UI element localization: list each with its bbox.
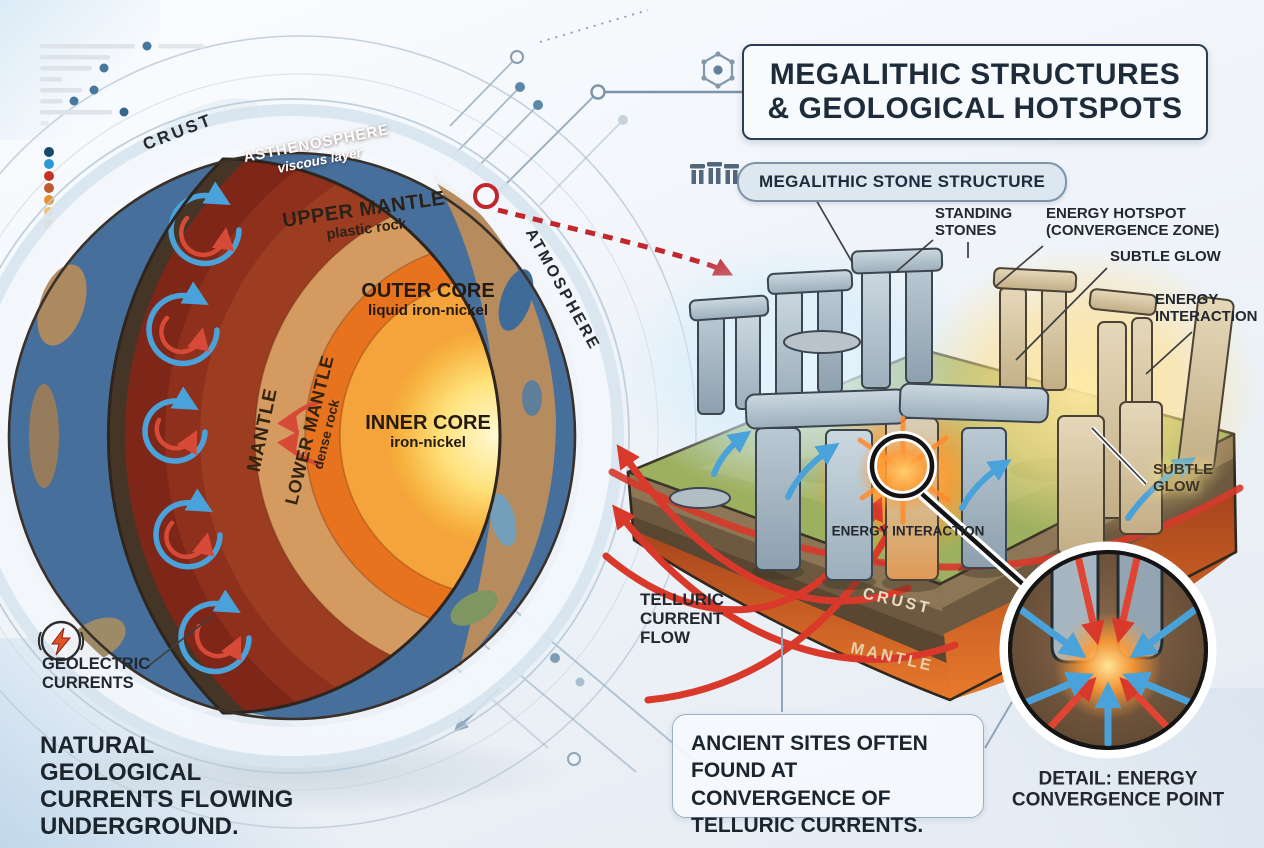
page-title: MEGALITHIC STRUCTURES & GEOLOGICAL HOTSP… (742, 44, 1208, 140)
title-line-1: MEGALITHIC STRUCTURES (769, 58, 1181, 92)
label-inner-core: INNER CORE (365, 412, 491, 435)
hotspot-marker-ring (473, 183, 499, 209)
detail-caption: DETAIL: ENERGY CONVERGENCE POINT (1011, 768, 1225, 811)
label-geolectric-currents: GEOLECTRIC CURRENTS (42, 655, 151, 692)
label-standing-stones: STANDING STONES (935, 205, 1013, 239)
label-inner-core-sub: iron-nickel (390, 433, 466, 451)
lightning-bolt-icon (38, 620, 84, 662)
label-outer-core: OUTER CORE (361, 280, 495, 303)
leader-lines (145, 197, 1193, 749)
globe-outline (7, 151, 577, 721)
globe-ground-shadow (30, 730, 570, 814)
label-energy-interaction-right: ENERGY INTERACTION (1155, 291, 1258, 325)
convection-current-arrows (142, 181, 321, 675)
molecule-icon (701, 51, 735, 89)
ancient-sites-note: ANCIENT SITES OFTEN FOUND AT CONVERGENCE… (672, 714, 984, 837)
label-telluric-current-flow: TELLURIC CURRENT FLOW (640, 590, 725, 648)
back-trilithons-cool (688, 247, 944, 415)
label-subtle-glow-right: SUBTLE GLOW (1153, 461, 1213, 495)
label-outer-core-sub: liquid iron-nickel (367, 301, 488, 319)
standing-stones-group (669, 247, 1235, 613)
cut-outline (106, 157, 502, 715)
label-subtle-glow-top: SUBTLE GLOW (1110, 248, 1221, 265)
caption-natural-currents: NATURAL GEOLOGICAL CURRENTS FLOWING UNDE… (40, 732, 294, 841)
label-energy-interaction-center: ENERGY INTERACTION (831, 523, 985, 539)
label-energy-hotspot: ENERGY HOTSPOT (CONVERGENCE ZONE) (1046, 205, 1220, 239)
title-line-2: & GEOLOGICAL HOTSPOTS (767, 92, 1183, 125)
surface-blue-arrows (711, 430, 1196, 521)
trilithon-icon (690, 162, 739, 184)
earth-globe-illustration (0, 98, 630, 774)
detail-circle (918, 489, 1217, 759)
placeholder-bars-decoration (40, 41, 204, 126)
atmosphere-ring (0, 98, 630, 774)
megalithic-structure-badge: MEGALITHIC STONE STRUCTURE (737, 162, 1068, 202)
stonehenge-illustration (602, 236, 1260, 704)
